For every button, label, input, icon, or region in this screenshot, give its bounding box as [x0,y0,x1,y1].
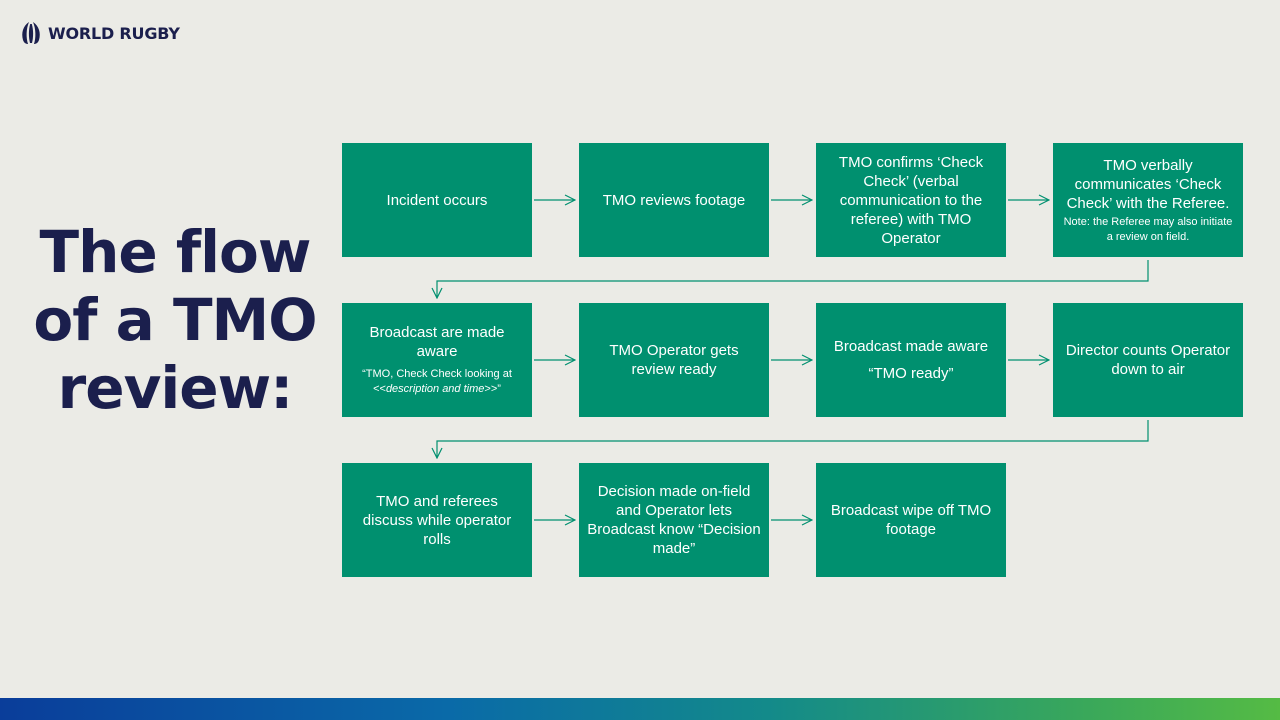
step-6-text: TMO Operator gets review ready [609,342,739,378]
step-3-text: TMO confirms ‘Check Check’ (verbal commu… [838,153,984,247]
step-5-sub-italic: description and time [385,383,485,395]
step-tmo-confirms-check: TMO confirms ‘Check Check’ (verbal commu… [816,143,1006,257]
arrow-4-5 [437,260,1149,298]
step-2-text: TMO reviews footage [602,191,746,209]
step-11-text: Broadcast wipe off TMO footage [830,502,992,538]
step-1-text: Incident occurs [386,191,488,209]
step-5-text: Broadcast are made aware [369,324,505,360]
step-7-text: Broadcast made aware [833,338,989,355]
step-broadcast-aware: Broadcast are made aware “TMO, Check Che… [342,303,532,417]
bottom-gradient-bar [0,698,1280,720]
logo-text: WORLD RUGBY [48,23,180,43]
step-broadcast-wipe: Broadcast wipe off TMO footage [816,463,1006,577]
step-operator-ready: TMO Operator gets review ready [579,303,769,417]
step-tmo-referees-discuss: TMO and referees discuss while operator … [342,463,532,577]
world-rugby-mark-icon [22,22,40,44]
world-rugby-logo: WORLD RUGBY [20,20,180,46]
step-4-text: TMO verbally communicates ‘Check Check’ … [1066,156,1230,212]
step-incident-occurs: Incident occurs [342,143,532,257]
step-8-text: Director counts Operator down to air [1065,342,1231,378]
step-director-counts: Director counts Operator down to air [1053,303,1243,417]
step-4-note: Note: the Referee may also initiate a re… [1063,215,1233,243]
step-5-sub-prefix: “TMO, Check Check looking at << [362,368,512,395]
page-title: The flow of a TMO review: [33,218,317,422]
step-10-text: Decision made on-field and Operator lets… [587,483,761,557]
step-9-text: TMO and referees discuss while operator … [362,492,512,548]
step-decision-made: Decision made on-field and Operator lets… [579,463,769,577]
step-broadcast-made-aware: Broadcast made aware “TMO ready” [816,303,1006,417]
arrow-8-9 [437,420,1149,458]
step-5-sub-suffix: >>” [484,383,501,395]
step-tmo-reviews-footage: TMO reviews footage [579,143,769,257]
step-5-subtext: “TMO, Check Check looking at <<descripti… [350,367,524,397]
step-7-quote: “TMO ready” [868,365,954,382]
step-tmo-communicates-referee: TMO verbally communicates ‘Check Check’ … [1053,143,1243,257]
